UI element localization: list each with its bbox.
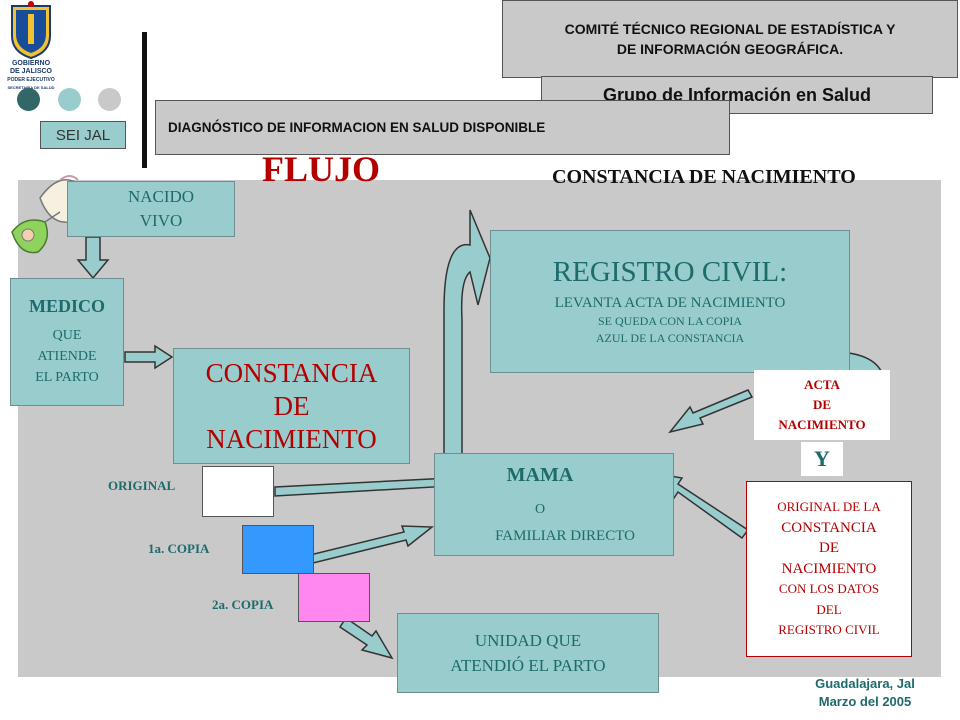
registro-civil-box: REGISTRO CIVIL: LEVANTA ACTA DE NACIMIEN…: [490, 230, 850, 373]
logo-text-4: SECRETARÍA DE SALUD: [7, 85, 55, 90]
arrow-nacido-to-medico: [76, 236, 110, 280]
nacido-vivo-box: NACIDO VIVO: [67, 181, 235, 237]
unidad-line-1: UNIDAD QUE: [474, 631, 582, 650]
original-line-5: CON LOS DATOS: [778, 581, 880, 597]
vertical-divider: [142, 32, 147, 168]
original-line-6: DEL: [816, 601, 842, 617]
medico-line-1: MEDICO: [29, 296, 105, 316]
logo-text-1: GOBIERNO: [11, 60, 51, 67]
constancia-line-3: NACIMIENTO: [206, 423, 377, 454]
dot-dark: [17, 88, 40, 111]
footer-place: Guadalajara, Jal: [815, 676, 915, 691]
acta-nacimiento-box: ACTA DE NACIMIENTO: [754, 370, 890, 440]
arrow-copia2-to-unidad: [338, 616, 394, 660]
nacido-line-1: NACIDO: [127, 187, 195, 206]
medico-box: MEDICO QUE ATIENDE EL PARTO: [10, 278, 124, 406]
registro-line-3: AZUL DE LA CONSTANCIA: [595, 331, 745, 345]
medico-line-2: QUE: [52, 328, 82, 343]
dot-gray: [98, 88, 121, 111]
group-label: Grupo de Información en Salud: [602, 84, 872, 105]
diagnostic-label: DIAGNÓSTICO DE INFORMACION EN SALUD DISP…: [168, 120, 546, 135]
jalisco-logo: GOBIERNO DE JALISCO PODER EJECUTIVO SECR…: [2, 0, 60, 92]
original-line-2: CONSTANCIA: [781, 519, 877, 536]
unidad-box: UNIDAD QUE ATENDIÓ EL PARTO: [397, 613, 659, 693]
committee-line-1: COMITÉ TÉCNICO REGIONAL DE ESTADÍSTICA Y: [564, 21, 896, 37]
copy-first-label: 1a. COPIA: [148, 541, 210, 556]
footer: Guadalajara, Jal Marzo del 2005: [790, 675, 940, 711]
acta-line-1: ACTA: [804, 377, 840, 392]
original-constancia-box: ORIGINAL DE LA CONSTANCIA DE NACIMIENTO …: [746, 481, 912, 657]
arrow-copia1-to-mama: [309, 525, 435, 564]
mama-line-2: O: [534, 502, 546, 517]
y-label: Y: [814, 446, 830, 471]
copy-original-sheet: [202, 466, 274, 517]
registro-title: REGISTRO CIVIL:: [552, 256, 788, 288]
sei-jal-label: SEI JAL: [40, 121, 126, 149]
original-line-7: REGISTRO CIVIL: [778, 622, 880, 638]
subject-title: CONSTANCIA DE NACIMIENTO: [552, 166, 856, 188]
nacido-line-2: VIVO: [139, 211, 183, 230]
registro-line-1: LEVANTA ACTA DE NACIMIENTO: [554, 295, 786, 311]
constancia-line-2: DE: [273, 390, 310, 421]
sei-jal-text: SEI JAL: [55, 126, 111, 144]
unidad-line-2: ATENDIÓ EL PARTO: [450, 656, 606, 675]
medico-line-3: ATIENDE: [37, 349, 97, 364]
logo-text-3: PODER EJECUTIVO: [7, 77, 55, 83]
original-line-3: DE: [819, 540, 839, 557]
footer-date: Marzo del 2005: [818, 694, 912, 709]
arrow-acta-to-mama: [668, 389, 754, 434]
mama-line-1: MAMA: [506, 464, 574, 486]
acta-line-2: DE: [812, 397, 832, 412]
medico-line-4: EL PARTO: [35, 370, 99, 385]
copy-second-label: 2a. COPIA: [212, 597, 274, 612]
copy-first-sheet: [242, 525, 314, 574]
registro-line-2: SE QUEDA CON LA COPIA: [597, 314, 742, 328]
arrow-medico-to-constancia: [124, 344, 174, 370]
original-line-4: NACIMIENTO: [781, 560, 877, 577]
diagnostic-box: DIAGNÓSTICO DE INFORMACION EN SALUD DISP…: [155, 100, 730, 155]
y-connector: Y: [801, 442, 843, 476]
copy-original-label: ORIGINAL: [108, 478, 176, 493]
copy-second-sheet: [298, 573, 370, 622]
coat-of-arms-icon: [11, 1, 51, 60]
logo-text-2: DE JALISCO: [9, 68, 52, 75]
constancia-line-1: CONSTANCIA: [205, 357, 378, 388]
arrow-mama-to-registro: [443, 209, 491, 461]
mama-line-3: FAMILIAR DIRECTO: [495, 528, 635, 544]
flow-title: FLUJO: [262, 149, 381, 189]
committee-line-2: DE INFORMACIÓN GEOGRÁFICA.: [616, 41, 844, 57]
mama-box: MAMA O FAMILIAR DIRECTO: [434, 453, 674, 556]
dot-light: [58, 88, 81, 111]
constancia-box: CONSTANCIA DE NACIMIENTO: [173, 348, 410, 464]
acta-line-3: NACIMIENTO: [778, 417, 866, 432]
original-line-1: ORIGINAL DE LA: [777, 499, 881, 515]
